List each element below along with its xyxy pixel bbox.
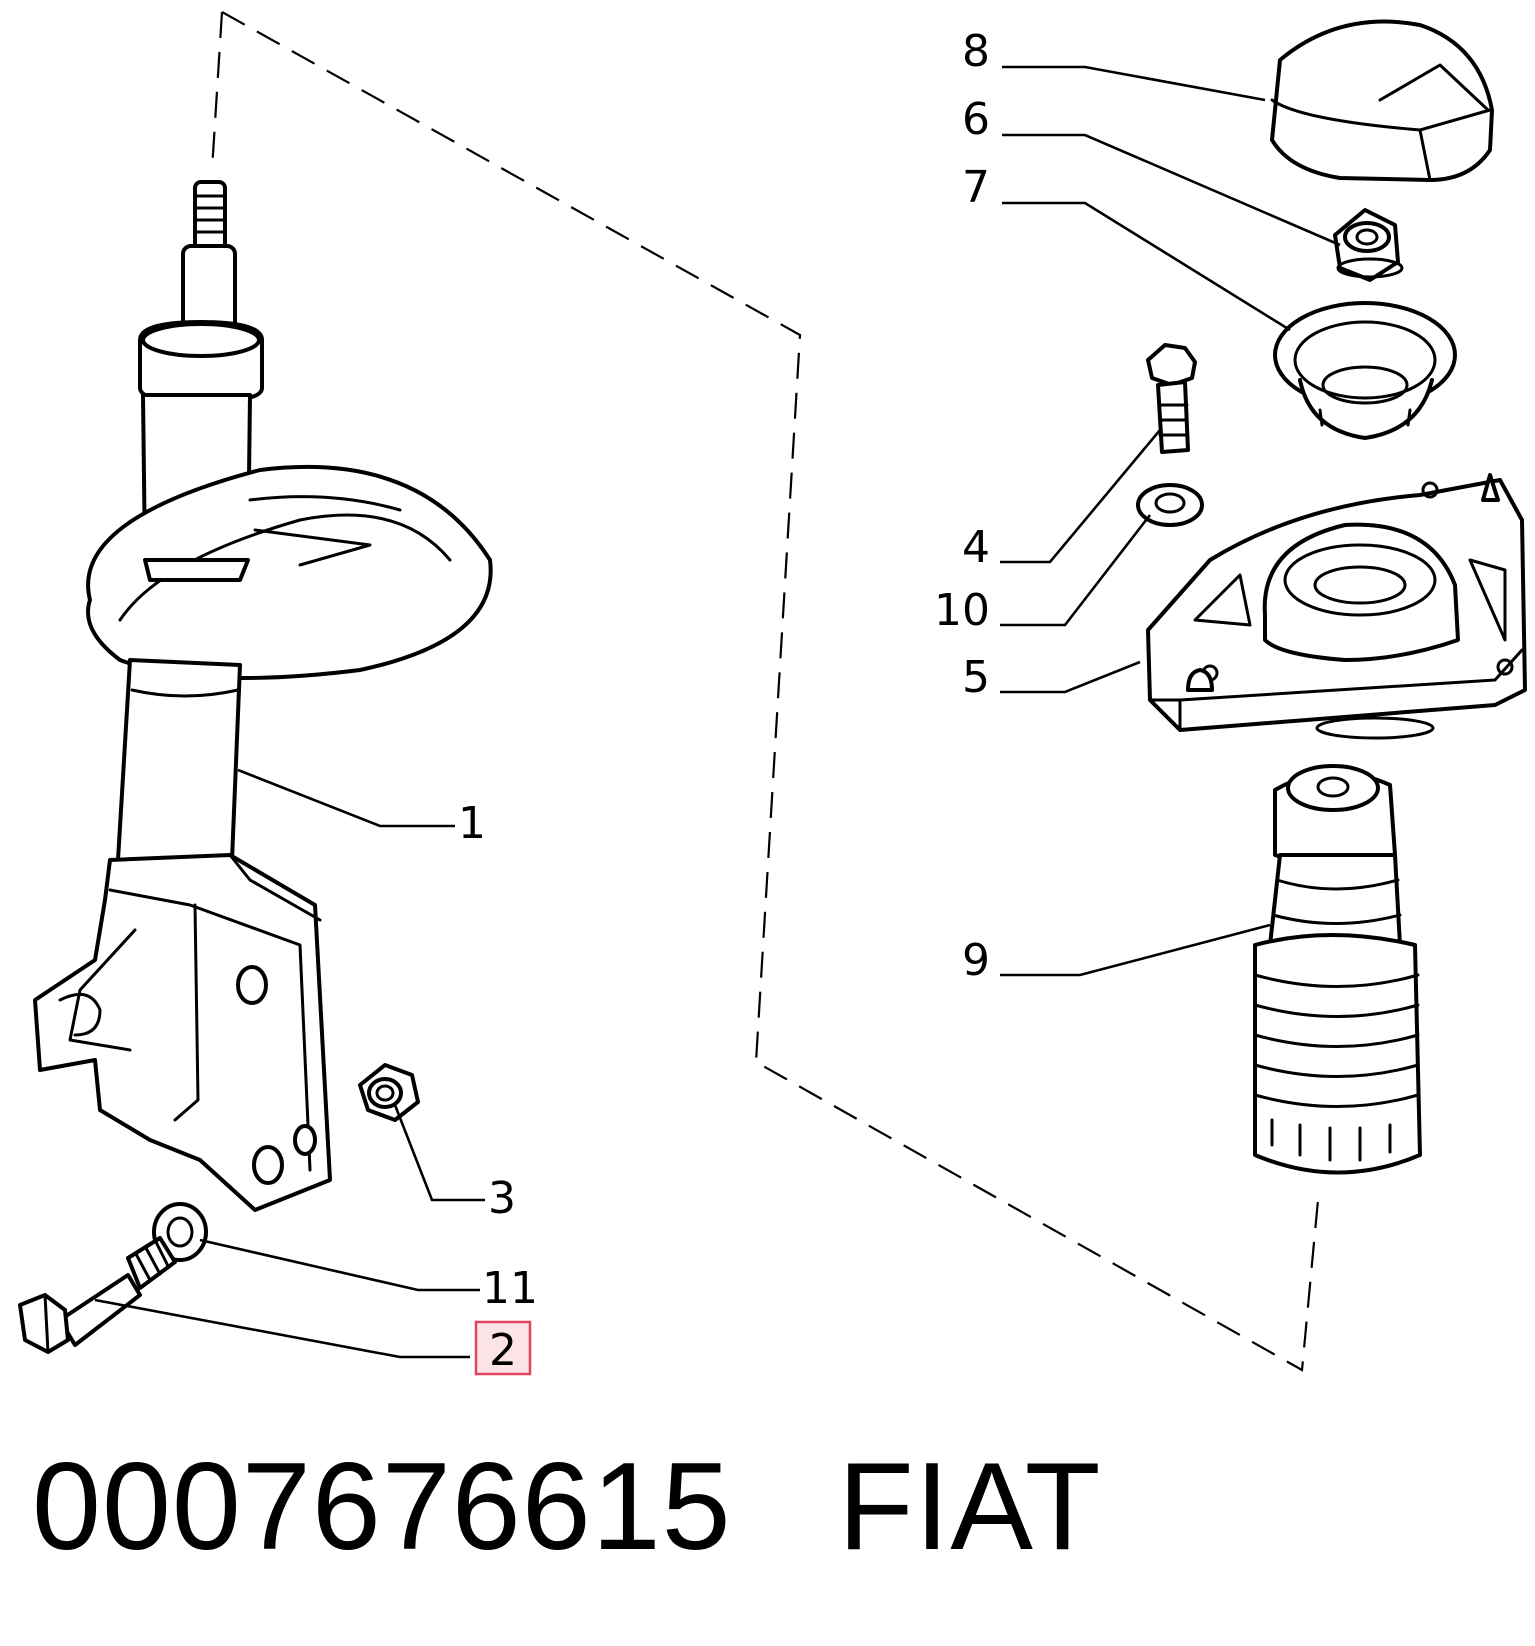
- cap-part-8[interactable]: [1270, 19, 1494, 182]
- highlight-box: [474, 1320, 532, 1376]
- callout-9[interactable]: 9: [962, 935, 990, 986]
- callout-labels: 1 3 11 2 8 6 7 4 10 5 9: [458, 26, 990, 1376]
- callout-5[interactable]: 5: [962, 652, 990, 703]
- callout-3[interactable]: 3: [488, 1173, 516, 1224]
- shock-absorber-strut[interactable]: [33, 180, 493, 1212]
- callout-7[interactable]: 7: [962, 162, 990, 213]
- bolt-part-4[interactable]: [1146, 343, 1197, 454]
- assembly-dashed-outline: [210, 11, 1320, 1372]
- washer-part-10[interactable]: [1136, 483, 1204, 527]
- strut-mount-part-5[interactable]: [1146, 473, 1527, 740]
- callout-6[interactable]: 6: [962, 94, 990, 145]
- part-number-caption: 0007676615 FIAT: [32, 1436, 1101, 1578]
- part-number: 0007676615: [32, 1438, 732, 1576]
- callout-4[interactable]: 4: [962, 522, 990, 573]
- nut-part-6[interactable]: [1333, 208, 1404, 282]
- brand-name: FIAT: [838, 1438, 1102, 1576]
- callout-11[interactable]: 11: [482, 1263, 538, 1314]
- bolt-part-2[interactable]: [18, 1236, 177, 1354]
- callout-1[interactable]: 1: [458, 798, 486, 849]
- bump-stop-part-9[interactable]: [1253, 764, 1422, 1175]
- bearing-cup-part-7[interactable]: [1273, 301, 1457, 440]
- nut-part-3[interactable]: [358, 1063, 420, 1122]
- callout-10[interactable]: 10: [934, 585, 990, 636]
- callout-leader-lines: [94, 65, 1341, 1359]
- callout-8[interactable]: 8: [962, 26, 990, 77]
- exploded-parts-diagram: 1 3 11 2 8 6 7 4 10 5 9: [18, 11, 1527, 1376]
- callout-2[interactable]: 2: [489, 1325, 517, 1376]
